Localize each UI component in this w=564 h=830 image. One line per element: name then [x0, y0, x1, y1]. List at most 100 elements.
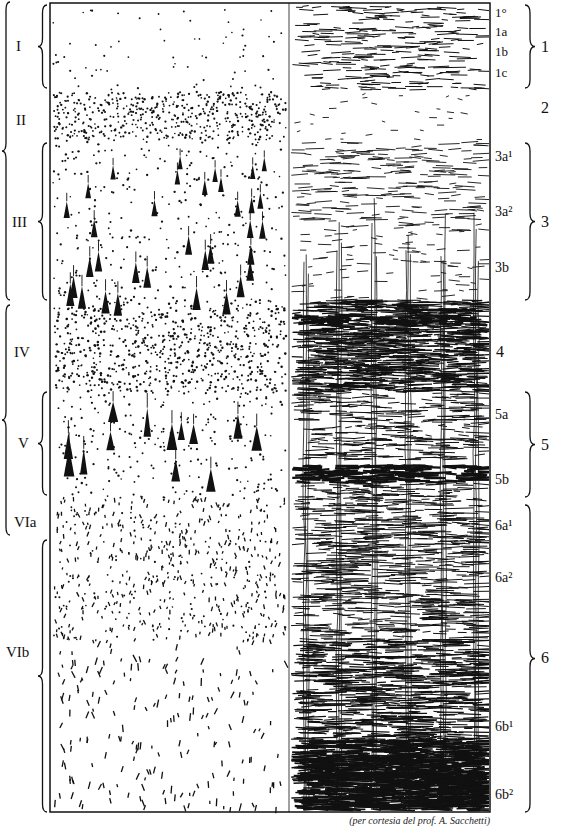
cell-dot	[177, 105, 179, 107]
cell-dot	[270, 435, 272, 437]
cell-dot	[191, 112, 193, 114]
cell-dot	[70, 196, 72, 198]
cell-dot	[150, 390, 152, 392]
cell-dot	[94, 320, 97, 323]
cell-dot	[70, 375, 72, 377]
cell-dot	[156, 354, 158, 356]
cell-dot	[72, 93, 74, 95]
cell-dot	[130, 414, 132, 416]
cell-tick	[256, 599, 258, 603]
cell-dot	[239, 490, 241, 492]
cell-dot	[237, 134, 239, 136]
cell-dot	[139, 352, 141, 354]
cell-dot	[266, 134, 268, 136]
cell-dot	[61, 133, 63, 135]
cell-dot	[116, 330, 118, 332]
cell-dot	[101, 381, 103, 383]
cell-dot	[269, 330, 271, 332]
cell-dot	[131, 123, 133, 125]
cell-dot	[136, 126, 138, 128]
cell-dot	[152, 477, 154, 479]
cell-dot	[242, 307, 244, 309]
cell-dot	[236, 467, 238, 469]
cell-dot	[243, 404, 245, 406]
cell-dot	[187, 341, 189, 343]
cell-dot	[65, 348, 67, 350]
cell-dot	[83, 104, 85, 106]
cell-dot	[76, 329, 78, 331]
cell-dot	[249, 304, 251, 306]
cell-dot	[98, 384, 100, 386]
cell-dot	[188, 370, 191, 373]
cell-tick	[141, 520, 143, 524]
cell-dot	[133, 355, 135, 357]
cell-dot	[65, 168, 67, 170]
cell-dot	[227, 420, 229, 422]
cell-dot	[139, 437, 141, 439]
cell-dot	[128, 111, 130, 113]
cell-dot	[165, 371, 167, 373]
cell-dot	[161, 131, 163, 133]
cell-dot	[173, 380, 175, 382]
cell-dot	[60, 443, 62, 445]
cell-dot	[180, 363, 182, 365]
cell-dot	[259, 453, 261, 455]
cell-dot	[82, 12, 84, 14]
cell-dot	[55, 384, 57, 386]
cell-dot	[260, 363, 262, 365]
cell-dot	[271, 227, 273, 229]
cell-dot	[248, 322, 250, 324]
cell-dot	[186, 418, 188, 420]
cell-dot	[77, 150, 79, 152]
cell-dot	[94, 327, 97, 330]
cell-dot	[71, 124, 73, 126]
cell-dot	[97, 143, 99, 145]
cell-dot	[173, 375, 175, 377]
cell-dot	[155, 269, 157, 271]
cell-dot	[252, 283, 254, 285]
cell-dot	[231, 366, 233, 368]
cell-dot	[90, 118, 92, 120]
cell-dot	[80, 173, 82, 175]
cell-dot	[213, 130, 215, 132]
cell-dot	[244, 487, 246, 489]
cell-dot	[163, 105, 165, 107]
cell-dot	[59, 287, 61, 289]
cell-dot	[232, 78, 234, 80]
cell-dot	[55, 370, 57, 372]
cell-dot	[77, 360, 79, 362]
cell-tick	[275, 623, 277, 627]
cell-dot	[183, 107, 185, 109]
cell-dot	[182, 286, 184, 288]
cell-dot	[190, 447, 192, 449]
cell-dot	[227, 134, 229, 136]
cell-dot	[253, 251, 255, 253]
cell-dot	[186, 350, 188, 352]
cell-dot	[217, 128, 219, 130]
cell-dot	[264, 127, 266, 129]
cell-dot	[285, 274, 287, 276]
cell-dot	[222, 94, 224, 96]
cell-dot	[128, 372, 130, 374]
cell-dot	[177, 93, 179, 95]
cell-dot	[285, 127, 287, 129]
cell-dot	[94, 308, 96, 310]
cell-dot	[103, 55, 105, 57]
cell-dot	[219, 97, 221, 99]
cell-dot	[95, 332, 97, 334]
cell-dot	[183, 121, 185, 123]
cell-dot	[159, 380, 161, 382]
cell-dot	[57, 316, 59, 318]
cell-dot	[186, 334, 188, 336]
cell-dot	[283, 136, 285, 138]
cell-dot	[136, 108, 138, 110]
cell-dot	[245, 223, 247, 225]
cell-dot	[249, 342, 251, 344]
cell-dot	[93, 357, 95, 359]
cell-dot	[247, 380, 249, 382]
cell-dot	[208, 374, 210, 376]
cell-dot	[67, 324, 69, 326]
cell-dot	[201, 132, 203, 134]
cell-dot	[73, 360, 76, 363]
cell-dot	[75, 274, 77, 276]
